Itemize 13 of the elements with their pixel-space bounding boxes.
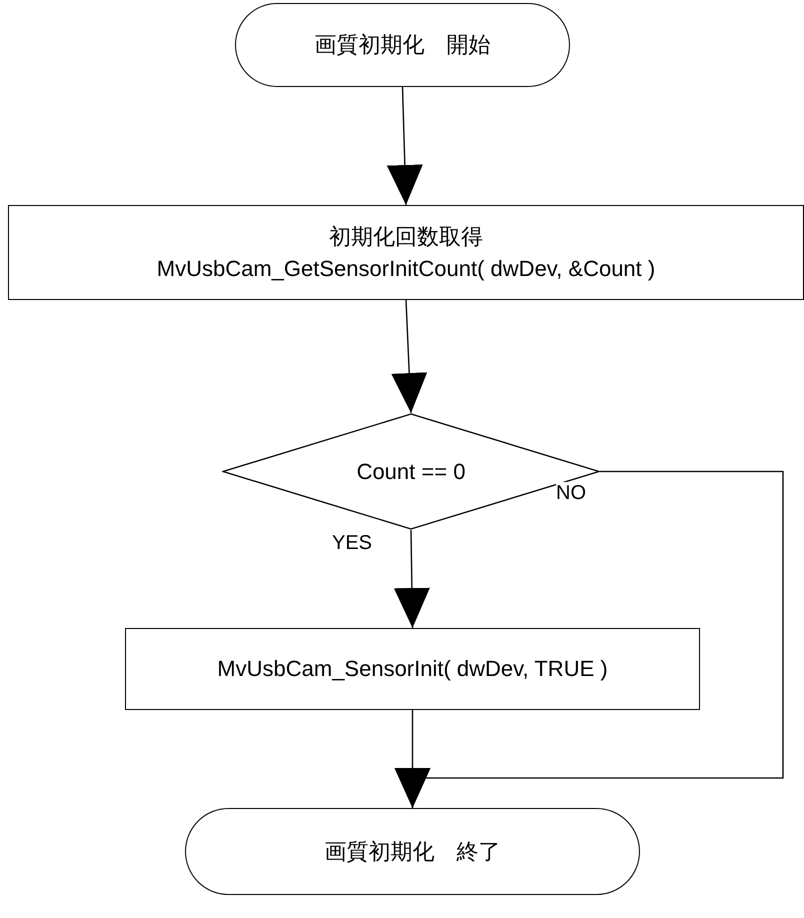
condition-text: Count == 0 (356, 458, 466, 486)
terminal-label: 画質初期化 終了 (324, 838, 500, 866)
process-box (125, 628, 700, 710)
process-label: 初期化回数取得 (329, 222, 483, 250)
terminal-label: 画質初期化 開始 (314, 31, 490, 59)
decision-diamond (222, 413, 600, 530)
arrow (391, 300, 428, 414)
function-call: MvUsbCam_GetSensorInitCount( dwDev, &Count ) (156, 254, 656, 282)
process-box (8, 205, 804, 300)
process-label: MvUsbCam_SensorInit( dwDev, TRUE ) (217, 655, 608, 683)
arrow (394, 470, 784, 808)
arrow (386, 86, 423, 206)
arrow (394, 530, 430, 628)
